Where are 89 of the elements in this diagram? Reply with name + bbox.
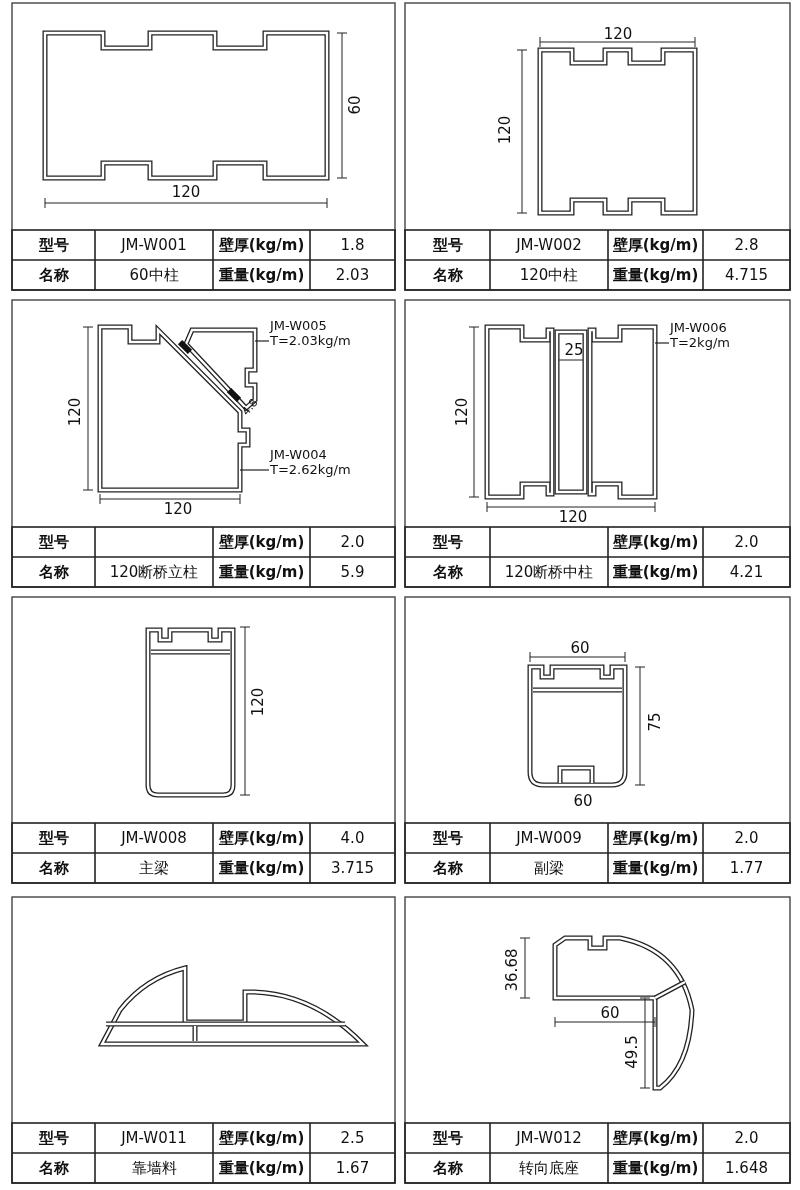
spec-value: 120断桥立柱 [109, 564, 199, 580]
spec-value: 120中柱 [519, 267, 579, 283]
profile-drawing [484, 324, 658, 500]
dimension-label: 120 [171, 184, 201, 200]
dimension-label: 120 [558, 509, 588, 525]
spec-value: 1.77 [729, 860, 764, 876]
spec-value: 2.8 [734, 237, 759, 253]
spec-value: JM-W002 [516, 237, 582, 253]
spec-label: 壁厚(kg/m) [612, 534, 699, 550]
spec-value: 4.0 [340, 830, 365, 846]
dimension-label: 60 [600, 1005, 620, 1021]
dimension-label: 120 [454, 397, 470, 427]
weight-note: T=2.62kg/m [270, 462, 351, 477]
spec-label: 重量(kg/m) [612, 1160, 699, 1176]
leader-line [239, 469, 270, 471]
spec-label: 重量(kg/m) [612, 860, 699, 876]
spec-value: 转向底座 [519, 1160, 579, 1176]
spec-label: 型号 [432, 1130, 463, 1146]
spec-label: 名称 [432, 860, 463, 876]
spec-label: 型号 [38, 1130, 69, 1146]
dimension-label: 120 [250, 687, 266, 717]
spec-value: 1.648 [725, 1160, 768, 1176]
spec-label: 型号 [432, 534, 463, 550]
spec-label: 型号 [38, 534, 69, 550]
weight-note: T=2.03kg/m [270, 333, 351, 348]
spec-label: 型号 [432, 830, 463, 846]
spec-value: JM-W009 [516, 830, 582, 846]
spec-label: 名称 [38, 860, 69, 876]
spec-label: 壁厚(kg/m) [612, 1130, 699, 1146]
spec-label: 重量(kg/m) [218, 860, 305, 876]
dimension-label: 120 [497, 115, 513, 145]
leader-line [254, 340, 270, 342]
spec-value: 4.715 [725, 267, 768, 283]
spec-label: 名称 [38, 267, 69, 283]
part-code: JM-W004 [270, 447, 327, 462]
spec-value: 2.5 [340, 1130, 365, 1146]
spec-label: 名称 [432, 1160, 463, 1176]
spec-value: 副梁 [534, 860, 564, 876]
spec-label: 重量(kg/m) [218, 564, 305, 580]
spec-label: 型号 [38, 237, 69, 253]
spec-value: JM-W001 [121, 237, 187, 253]
spec-value: 主梁 [139, 860, 169, 876]
spec-label: 型号 [432, 237, 463, 253]
spec-label: 重量(kg/m) [218, 1160, 305, 1176]
spec-value: 2.0 [734, 534, 759, 550]
dimension-label: 60 [573, 793, 593, 809]
spec-value: JM-W011 [121, 1130, 187, 1146]
dimension-label: 4.8 [240, 396, 260, 418]
spec-value: 5.9 [340, 564, 365, 580]
dimension-label: 36.68 [504, 948, 520, 992]
spec-value: 4.21 [729, 564, 764, 580]
spec-value: 1.8 [340, 237, 365, 253]
spec-label: 型号 [38, 830, 69, 846]
spec-value: JM-W012 [516, 1130, 582, 1146]
spec-label: 重量(kg/m) [218, 267, 305, 283]
spec-label: 壁厚(kg/m) [218, 534, 305, 550]
spec-label: 名称 [38, 1160, 69, 1176]
spec-label: 名称 [432, 267, 463, 283]
part-code: JM-W006 [670, 320, 727, 335]
spec-label: 重量(kg/m) [612, 267, 699, 283]
spec-value: JM-W008 [121, 830, 187, 846]
spec-value: 2.0 [734, 1130, 759, 1146]
spec-label: 壁厚(kg/m) [612, 237, 699, 253]
spec-value: 3.715 [331, 860, 374, 876]
weight-note: T=2kg/m [670, 335, 730, 350]
spec-label: 壁厚(kg/m) [218, 237, 305, 253]
spec-label: 壁厚(kg/m) [218, 1130, 305, 1146]
leader-line [654, 342, 670, 344]
spec-label: 壁厚(kg/m) [218, 830, 305, 846]
spec-value: 60中柱 [129, 267, 179, 283]
dimension-label: 120 [67, 397, 83, 427]
dimension-label: 75 [647, 712, 663, 732]
dimension-label: 60 [347, 95, 363, 115]
spec-value: 2.0 [340, 534, 365, 550]
spec-value: 靠墙料 [131, 1160, 177, 1176]
spec-value: 120断桥中柱 [504, 564, 594, 580]
spec-label: 名称 [432, 564, 463, 580]
spec-label: 壁厚(kg/m) [612, 830, 699, 846]
dimension-label: 25 [564, 342, 584, 358]
spec-value: 2.03 [335, 267, 370, 283]
dimension-label: 120 [163, 501, 193, 517]
dimension-label: 49.5 [624, 1035, 640, 1069]
part-code: JM-W005 [270, 318, 327, 333]
dimension-label: 120 [603, 26, 633, 42]
spec-value: 1.67 [335, 1160, 370, 1176]
dimension-label: 60 [570, 640, 590, 656]
spec-label: 名称 [38, 564, 69, 580]
spec-label: 重量(kg/m) [612, 564, 699, 580]
spec-value: 2.0 [734, 830, 759, 846]
